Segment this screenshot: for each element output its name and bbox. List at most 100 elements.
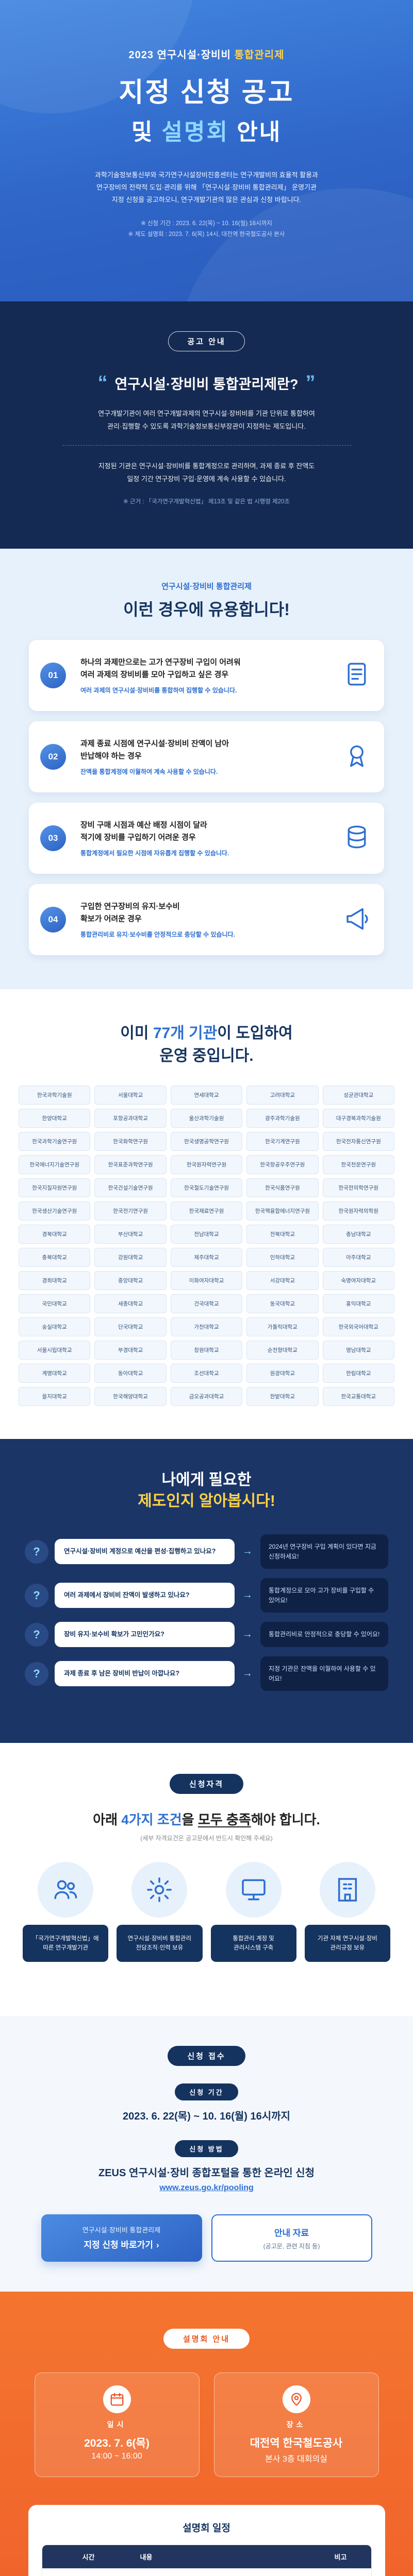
notice-paragraph-1: 연구개발기관이 여러 연구개발과제의 연구시설·장비비를 기관 단위로 통합하여… [36,408,377,433]
hero-eyebrow-highlight: 통합관리제 [234,49,285,61]
organization-item: 경북대학교 [19,1225,91,1244]
qualification-item: 기관 자체 연구시설·장비 관리규정 보유 [304,1862,390,1962]
organization-item: 울산과학기술원 [170,1109,243,1128]
quote-close-icon: ” [305,371,316,394]
hero-note-line: ※ 신청 기간 : 2023. 6. 22(목) ~ 10. 16(월) 16시… [141,221,272,227]
orgs-title-suffix: 이 도입하여 [217,1025,293,1042]
coins-icon [343,823,371,854]
organization-item: 서울시립대학교 [19,1341,91,1360]
organization-item: 세종대학교 [94,1294,167,1313]
organization-item: 한국외국어대학교 [322,1317,394,1336]
method-label: 신청 방법 [175,2140,238,2157]
schedule-speaker: 과기정통부 [310,2569,371,2576]
qualify-title-suffix: 해야 합니다. [251,1812,320,1827]
calendar-icon [103,2385,131,2413]
card-note: 통합계정에서 필요한 시점에 자유롭게 집행할 수 있습니다. [80,849,229,857]
qualification-label: 통합관리 계정 및 관리시스템 구축 [210,1925,296,1962]
zeus-portal-link[interactable]: www.zeus.go.kr/pooling [159,2183,254,2192]
schedule-header-speaker: 비고 [334,2553,347,2561]
arrow-right-icon: → [242,1668,253,1680]
organization-item: 전남대학교 [170,1225,243,1244]
application-badge: 신청 접수 [168,2046,245,2066]
guide-materials-title: 안내 자료 [274,2228,309,2238]
organization-item: 한국생명공학연구원 [170,1132,243,1151]
useful-card: 01 하나의 과제만으로는 고가 연구장비 구입이 어려워 여러 과제의 장비비… [29,640,384,711]
self-check-rows: ? 연구시설·장비비 계정으로 예산을 편성·집행하고 있나요? → 2024년… [25,1534,388,1691]
organization-item: 연세대학교 [170,1086,243,1105]
organization-item: 숭실대학교 [19,1317,91,1336]
check-question: 장비 유지·보수비 확보가 고민인가요? [55,1622,235,1648]
check-answer: 지정 기관은 잔액을 이월하여 사용할 수 있어요! [260,1656,388,1691]
datetime-date: 2023. 7. 6(목) [84,2437,150,2449]
organization-item: 성균관대학교 [322,1086,394,1105]
page-title: 지정 신청 공고 [119,78,294,108]
useful-card: 04 구입한 연구장비의 유지·보수비 확보가 어려운 경우 통합관리비로 유지… [29,884,384,955]
question-icon: ? [25,1622,48,1647]
check-title-line2: 제도인지 알아봅시다! [138,1492,275,1510]
application-boxes: 연구시설·장비비 통합관리제 지정 신청 바로가기› 안내 자료 (공고문, 관… [29,2214,384,2262]
datetime-label: 일시 [107,2420,127,2429]
orgs-title-count: 77개 기관 [153,1025,218,1042]
notice-para-line: 연구개발기관이 여러 연구개발과제의 연구시설·장비비를 기관 단위로 통합하여 [98,410,315,417]
check-question: 과제 종료 후 남은 장비비 반납이 아깝나요? [55,1661,235,1687]
check-answer: 통합계정으로 모아 고가 장비를 구입할 수 있어요! [260,1578,388,1613]
organization-item: 한국항공우주연구원 [246,1155,319,1174]
organization-item: 한국해양대학교 [94,1387,167,1406]
organization-item: 한국건설기술연구원 [94,1178,167,1197]
useful-card: 02 과제 종료 시점에 연구시설·장비비 잔액이 남아 반납해야 하는 경우 … [29,721,384,792]
datetime-time: 14:00 ~ 16:00 [91,2452,142,2461]
organization-item: 한림대학교 [322,1364,394,1383]
briefing-datetime-card: 일시 2023. 7. 6(목) 14:00 ~ 16:00 [34,2372,200,2477]
check-answer: 2024년 연구장비 구입 계획이 있다면 지금 신청하세요! [260,1534,388,1569]
organization-item: 한국과학기술원 [19,1086,91,1105]
card-note: 통합관리비로 유지·보수비를 안정적으로 충당할 수 있습니다. [80,930,236,938]
apply-shortcut-line1: 연구시설·장비비 통합관리제 [82,2226,161,2234]
organization-item: 한국철도기술연구원 [170,1178,243,1197]
arrow-right-icon: → [242,1546,253,1557]
hero-section: 2023 연구시설·장비비 통합관리제 지정 신청 공고 및 설명회 안내 과학… [0,0,413,301]
organization-item: 한국천문연구원 [322,1155,394,1174]
organization-item: 한국에너지기술연구원 [19,1155,91,1174]
notice-title-row: “ 연구시설·장비비 통합관리제란? ” [36,373,377,393]
self-check-title: 나에게 필요한 제도인지 알아봅시다! [25,1470,388,1512]
check-row: ? 장비 유지·보수비 확보가 고민인가요? → 통합관리비로 안정적으로 충당… [25,1622,388,1648]
qualify-title-strong: 모두 충족 [197,1812,251,1827]
document-icon [343,660,371,691]
application-method-row: 신청 방법 ZEUS 연구시설·장비 종합포털을 통한 온라인 신청 www.z… [29,2140,384,2193]
check-answer: 통합관리비로 안정적으로 충당할 수 있어요! [260,1622,388,1648]
question-icon: ? [25,1583,48,1607]
organization-item: 충남대학교 [322,1225,394,1244]
card-number-badge: 04 [40,907,66,933]
organization-item: 단국대학교 [94,1317,167,1336]
hero-body-line: 연구장비의 전략적 도입·관리를 위해 「연구시설·장비비 통합관리제」 운영기… [96,183,317,192]
arrow-right-icon: → [242,1629,253,1640]
card-text: 구입한 연구장비의 유지·보수비 확보가 어려운 경우 [80,902,180,923]
apply-shortcut-button[interactable]: 연구시설·장비비 통합관리제 지정 신청 바로가기› [41,2214,202,2262]
organization-item: 한밭대학교 [246,1387,319,1406]
organization-item: 동국대학교 [246,1294,319,1313]
schedule-header-topic: 내용 [140,2553,153,2561]
organization-item: 동아대학교 [94,1364,167,1383]
organization-item: 한국생산기술연구원 [19,1201,91,1221]
briefing-place-card: 장소 대전역 한국철도공사 본사 3층 대회의실 [213,2372,379,2477]
subtitle-prefix: 및 [131,120,162,145]
organization-item: 한양대학교 [19,1109,91,1128]
organization-item: 홍익대학교 [322,1294,394,1313]
method-value: ZEUS 연구시설·장비 종합포털을 통한 온라인 신청 [98,2167,315,2179]
people-icon [38,1862,94,1918]
organization-item: 한국재료연구원 [170,1201,243,1221]
organization-item: 제주대학교 [170,1248,243,1267]
organization-item: 국민대학교 [19,1294,91,1313]
organization-item: 포항공과대학교 [94,1109,167,1128]
arrow-right-icon: → [242,1589,253,1601]
notice-paragraph-2: 지정된 기관은 연구시설·장비비를 통합계정으로 관리하며, 과제 종료 후 잔… [36,460,377,485]
card-note: 잔액을 통합계정에 이월하여 계속 사용할 수 있습니다. [80,768,218,775]
guide-materials-button[interactable]: 안내 자료 (공고문, 관련 지침 등) [211,2214,372,2262]
hero-eyebrow-text: 2023 연구시설·장비비 [128,49,235,61]
organization-item: 강원대학교 [94,1248,167,1267]
hero-note-line: ※ 제도 설명회 : 2023. 7. 6(목) 14시, 대전역 한국철도공사… [128,231,285,238]
schedule-row: 14:00 ~ 14:05 (5’) 인사말씀 과기정통부 [42,2568,371,2576]
application-period-row: 신청 기간 2023. 6. 22(목) ~ 10. 16(월) 16시까지 [29,2083,384,2123]
organization-item: 한국표준과학연구원 [94,1155,167,1174]
organization-item: 조선대학교 [170,1364,243,1383]
